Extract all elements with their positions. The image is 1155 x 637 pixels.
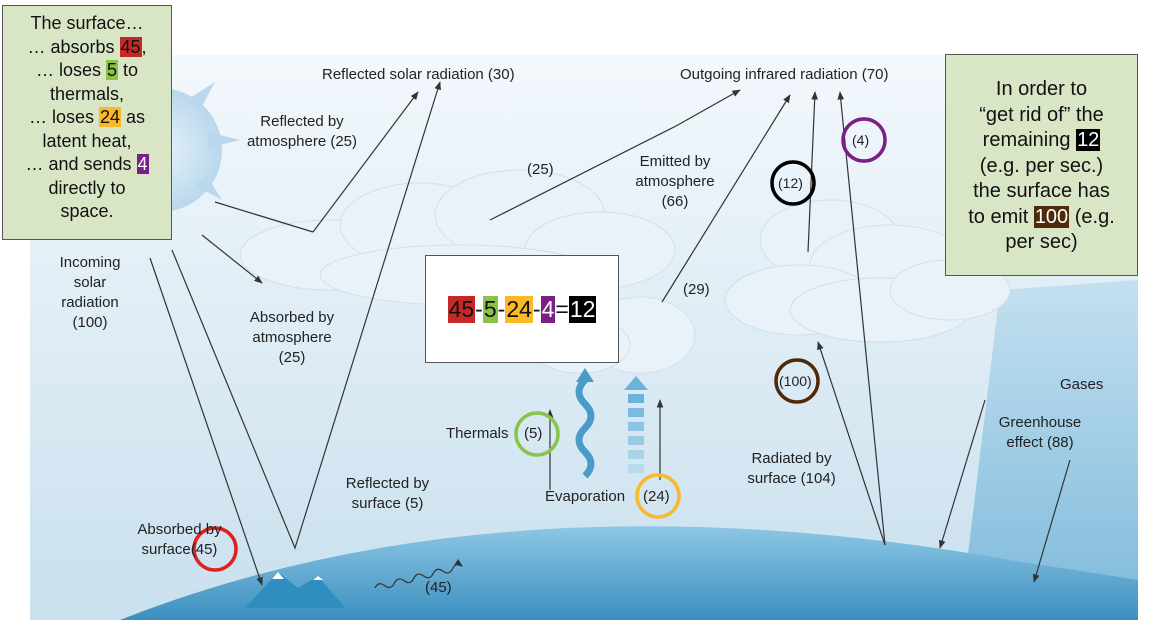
- label-evaporation: Evaporation: [545, 488, 626, 505]
- left-note-line3: … loses 5 to: [35, 60, 139, 80]
- label-circle-100: (100): [779, 373, 812, 389]
- eq-24: 24: [505, 295, 533, 323]
- label-gases: Gases: [1060, 376, 1104, 393]
- circle-100-marker: [774, 358, 820, 404]
- label-surface-45: (45): [425, 579, 452, 596]
- label-absorbed-by-surface: Absorbed by surface(45): [137, 521, 222, 558]
- evaporation-icon: [624, 376, 648, 473]
- right-note-line1: In order to: [995, 78, 1088, 100]
- left-note-line1: The surface…: [30, 13, 144, 33]
- earth-surface: [120, 526, 1138, 620]
- right-note-line6: to emit 100 (e.g.: [968, 205, 1115, 228]
- eq-equals: =: [555, 295, 569, 322]
- arrow-emitted-29: [661, 94, 791, 303]
- right-note-line5: the surface has: [973, 180, 1110, 202]
- right-note-line4: (e.g. per sec.): [979, 154, 1104, 177]
- label-outgoing-ir: Outgoing infrared radiation (70): [680, 66, 889, 83]
- left-note-line7: … and sends 4: [25, 154, 149, 174]
- thermals-wave-icon: [575, 368, 595, 479]
- label-circle-4: (4): [852, 132, 870, 148]
- greenhouse-band: [960, 280, 1138, 620]
- arrows: [149, 81, 1071, 589]
- label-thermals-value: (5): [524, 425, 543, 442]
- mountains-icon: [245, 572, 345, 608]
- right-note-line2: “get rid of” the: [979, 103, 1104, 126]
- eq-45: 45: [447, 295, 476, 323]
- circle-evap-marker: [635, 473, 681, 519]
- arrow-cloud-25: [489, 125, 677, 221]
- arrow-outgoing-ir: [675, 89, 741, 127]
- right-note-line3: remaining 12: [982, 129, 1101, 151]
- eq-12: 12: [568, 295, 597, 323]
- label-cloud-25: (25): [527, 161, 554, 178]
- label-thermals: Thermals: [446, 425, 509, 442]
- eq-minus-2: -: [497, 295, 506, 322]
- arrow-greenhouse-down-1: [938, 399, 986, 549]
- arrow-reflected-solar: [312, 91, 419, 233]
- left-note-line2: … absorbs 45,: [27, 36, 147, 57]
- arrow-surface-45: [374, 559, 464, 589]
- arrow-radiated-up: [817, 341, 886, 546]
- left-note-box: The surface… … absorbs 45, … loses 5 to …: [2, 5, 172, 240]
- left-note-line9: space.: [60, 201, 114, 221]
- arrow-greenhouse-down-2: [1032, 459, 1071, 583]
- eq-minus-3: -: [532, 295, 541, 322]
- eq-minus-1: -: [475, 295, 483, 322]
- circle-absorbed-surface-marker: [192, 526, 238, 572]
- equation-box: 45-5-24-4=12: [425, 255, 619, 363]
- arrow-reflected-by-atmosphere: [214, 201, 314, 233]
- left-note-line4: thermals,: [49, 83, 125, 104]
- label-reflected-solar: Reflected solar radiation (30): [322, 66, 515, 83]
- circle-4-marker: [841, 117, 887, 163]
- label-absorbed-surface-value: (45): [190, 541, 218, 558]
- eq-5: 5: [482, 295, 498, 323]
- circle-12-marker: [770, 160, 816, 206]
- eq-4: 4: [540, 295, 556, 323]
- arrow-incoming-solar: [149, 257, 263, 586]
- label-29: (29): [683, 281, 710, 298]
- left-note-line8: directly to: [48, 177, 126, 198]
- arrow-reflected-by-surface: [171, 81, 441, 550]
- right-note-line7: per sec): [1005, 231, 1078, 253]
- label-circle-12: (12): [778, 175, 803, 191]
- left-note-line6: latent heat,: [42, 130, 132, 151]
- left-note-line5: … loses 24 as: [28, 107, 146, 127]
- circle-thermals-marker: [514, 411, 560, 457]
- label-evaporation-value: (24): [643, 488, 670, 505]
- arrow-absorbed-atmosphere: [201, 234, 263, 284]
- arrow-radiated-space: [837, 91, 886, 546]
- right-note-box: In order to “get rid of” the remaining 1…: [945, 54, 1138, 276]
